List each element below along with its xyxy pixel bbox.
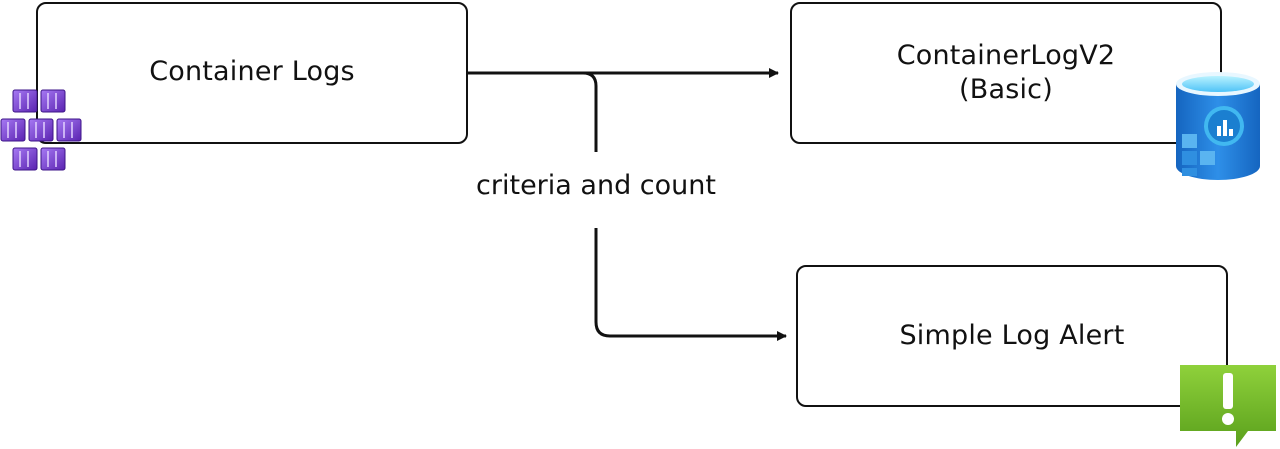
containerlogv2-node[interactable]: ContainerLogV2 (Basic) bbox=[790, 2, 1222, 144]
alert-icon bbox=[1180, 365, 1276, 447]
containerlogv2-label: ContainerLogV2 bbox=[896, 39, 1116, 71]
container-logs-node[interactable]: Container Logs bbox=[36, 2, 468, 144]
simple-log-alert-label: Simple Log Alert bbox=[899, 319, 1125, 351]
container-logs-label: Container Logs bbox=[149, 55, 355, 87]
edge-label-criteria: criteria and count bbox=[470, 170, 722, 201]
arrow-to-alert bbox=[594, 228, 787, 341]
containerlogv2-tier-label: (Basic) bbox=[959, 74, 1053, 105]
simple-log-alert-node[interactable]: Simple Log Alert bbox=[796, 265, 1228, 407]
branch-connector-top bbox=[582, 71, 598, 152]
containers-icon bbox=[0, 89, 82, 171]
log-analytics-database-icon bbox=[1176, 72, 1260, 180]
